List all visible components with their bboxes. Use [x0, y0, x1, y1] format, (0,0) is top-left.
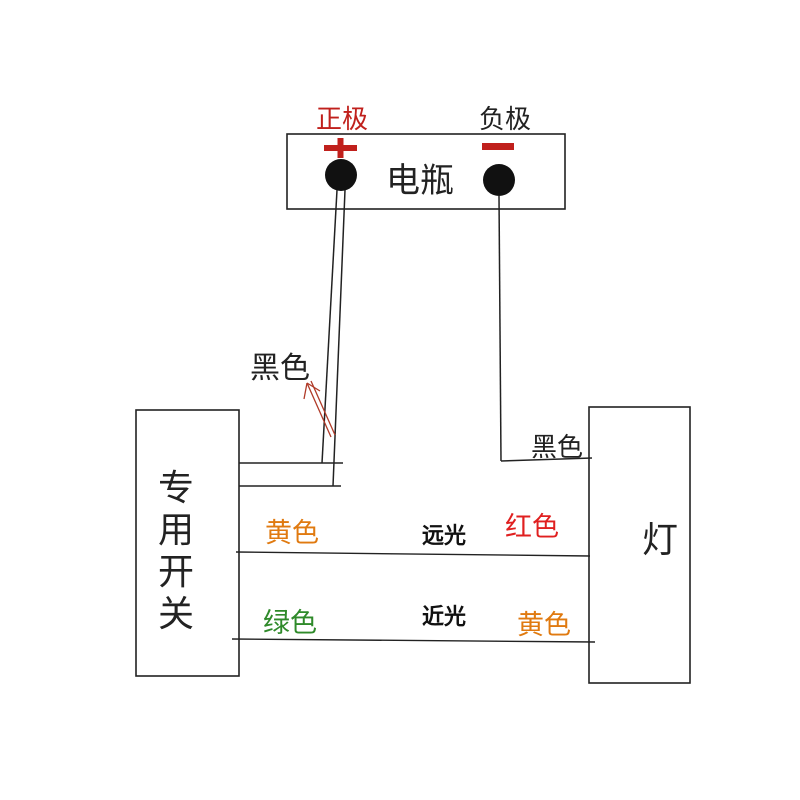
high-beam-lamp-color-label: 红色 [505, 512, 559, 543]
lamp-box [588, 406, 691, 684]
black-wire-label-right: 黑色 [531, 433, 583, 463]
high-beam-label: 远光 [422, 524, 466, 549]
low-beam-label: 近光 [422, 604, 466, 630]
switch-label-char-2: 用 [158, 510, 194, 551]
switch-box [135, 409, 240, 677]
switch-power-wires [239, 462, 343, 487]
battery-box [286, 133, 566, 210]
low-beam-wire [231, 638, 596, 643]
negative-terminal [483, 164, 515, 196]
minus-icon [482, 143, 514, 150]
low-beam-lamp-color-label: 黄色 [517, 610, 571, 641]
switch-label-char-3: 开 [158, 552, 194, 593]
high-beam-switch-color-label: 黄色 [265, 518, 319, 549]
high-beam-wire [235, 551, 591, 557]
lamp-label: 灯 [642, 520, 678, 561]
special-switch: 专 用 开 关 [135, 409, 240, 677]
negative-black-wire [498, 195, 593, 462]
low-beam-switch-color-label: 绿色 [263, 608, 317, 639]
lamp: 灯 [588, 406, 691, 684]
positive-terminal-label: 正极 [316, 105, 368, 135]
black-wire-label-left: 黑色 [250, 351, 310, 386]
switch-label-char-1: 专 [158, 468, 194, 509]
switch-label-char-4: 关 [158, 594, 194, 635]
battery-label: 电瓶 [386, 161, 454, 201]
plus-icon [324, 138, 357, 158]
pointer-arrow-icon [303, 380, 336, 438]
negative-terminal-label: 负极 [479, 105, 531, 135]
battery: 电瓶 正极 负极 [286, 105, 566, 210]
positive-terminal [325, 159, 357, 191]
positive-black-wire [321, 189, 346, 487]
